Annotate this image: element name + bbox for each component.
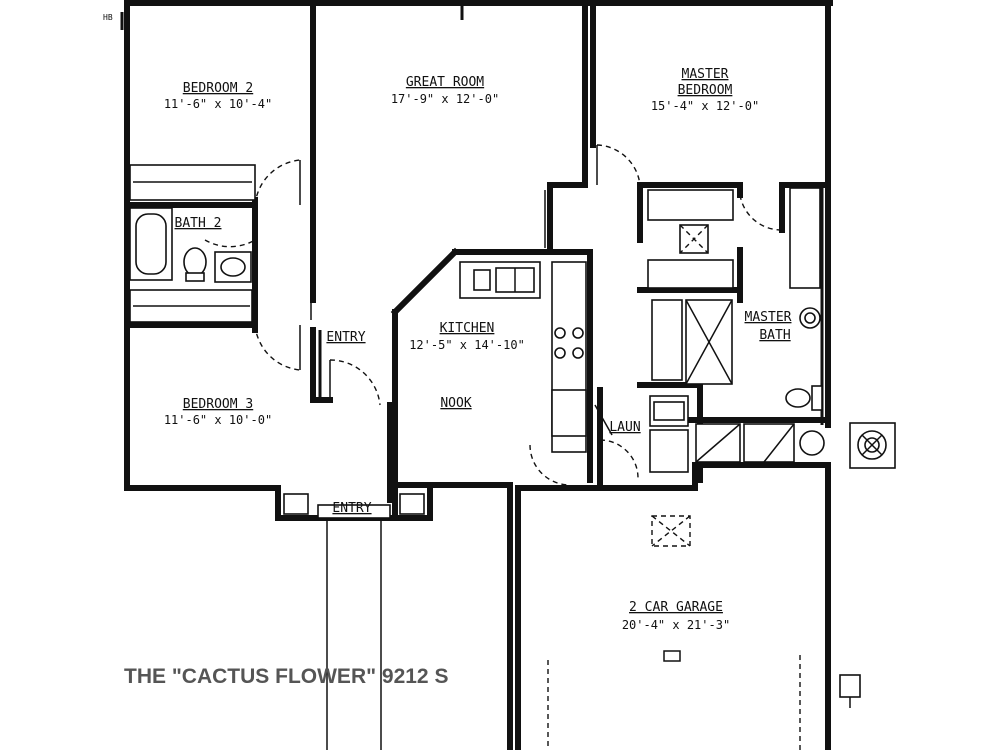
dims-great-room: 17'-9" x 12'-0" <box>391 92 499 106</box>
label-master-bedroom-2: BEDROOM <box>678 83 733 98</box>
dims-master-bedroom: 15'-4" x 12'-0" <box>651 99 759 113</box>
door-swings <box>204 144 783 486</box>
label-bedroom3: BEDROOM 3 <box>183 397 253 412</box>
label-master-bedroom-1: MASTER <box>682 67 729 82</box>
fixtures <box>120 0 896 750</box>
label-bath2: BATH 2 <box>175 216 222 231</box>
label-kitchen: KITCHEN <box>440 321 495 336</box>
corner-label: HB <box>103 13 113 22</box>
label-nook: NOOK <box>440 396 471 411</box>
dims-kitchen: 12'-5" x 14'-10" <box>409 338 525 352</box>
label-laundry: LAUN <box>609 420 640 435</box>
label-master-bath-1: MASTER <box>745 310 792 325</box>
dims-bedroom3: 11'-6" x 10'-0" <box>164 413 272 427</box>
label-master-bath-2: BATH <box>759 328 790 343</box>
label-bedroom2: BEDROOM 2 <box>183 81 253 96</box>
label-entry: ENTRY <box>326 330 365 345</box>
label-garage: 2 CAR GARAGE <box>629 600 723 615</box>
label-great-room: GREAT ROOM <box>406 75 484 90</box>
label-entry-walk: ENTRY <box>332 501 371 516</box>
walls <box>124 0 833 750</box>
plan-title: THE "CACTUS FLOWER" 9212 S <box>124 665 448 688</box>
dims-bedroom2: 11'-6" x 10'-4" <box>164 97 272 111</box>
dims-garage: 20'-4" x 21'-3" <box>622 618 730 632</box>
